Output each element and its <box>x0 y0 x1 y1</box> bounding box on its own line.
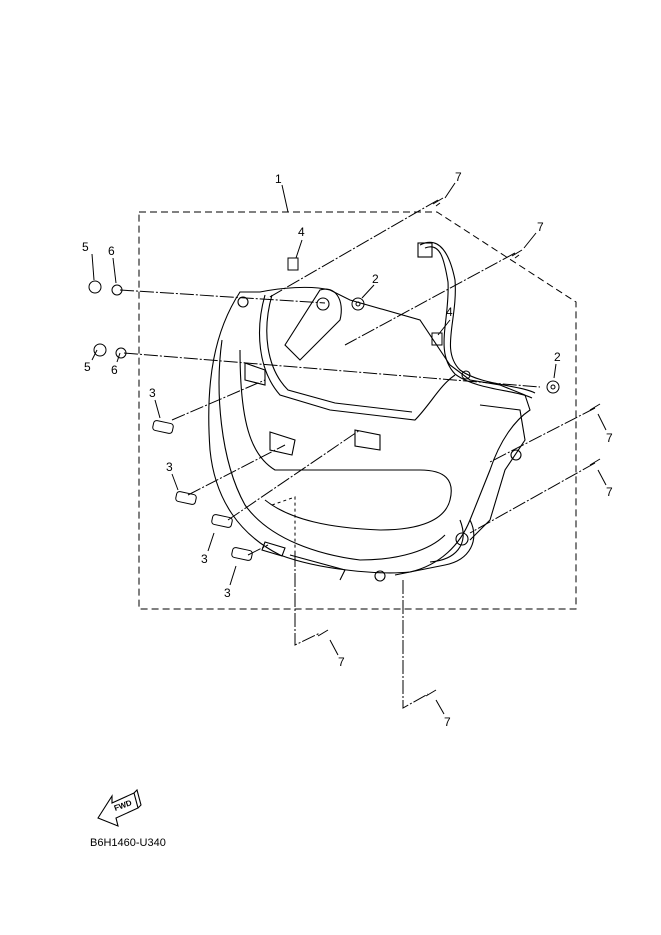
callout-3: 3 <box>149 386 156 400</box>
callout-3: 3 <box>166 460 173 474</box>
callout-3: 3 <box>201 552 208 566</box>
bolt-7a <box>432 197 444 207</box>
callout-7: 7 <box>606 485 613 499</box>
damper-3a <box>152 420 174 434</box>
bolt-7d <box>589 458 601 466</box>
callout-7: 7 <box>444 715 451 729</box>
clip-nut-4b <box>431 332 443 346</box>
small-parts <box>88 197 601 697</box>
grommet-2a <box>351 297 365 311</box>
headlight-housing <box>208 241 536 582</box>
bolt-7e <box>317 629 329 637</box>
callout-4: 4 <box>446 305 453 319</box>
damper-3d <box>231 547 253 561</box>
grommet-2b <box>546 380 560 394</box>
callout-6: 6 <box>111 363 118 377</box>
callout-2: 2 <box>554 350 561 364</box>
screw-5b <box>93 343 107 357</box>
callout-5: 5 <box>82 240 89 254</box>
screw-5a <box>88 280 102 294</box>
callout-1: 1 <box>275 172 282 186</box>
callout-2: 2 <box>372 272 379 286</box>
bolt-7b <box>511 249 523 259</box>
clip-nut-4a <box>287 257 299 271</box>
washer-6a <box>111 284 123 296</box>
damper-3b <box>175 491 197 505</box>
callout-7: 7 <box>537 220 544 234</box>
callout-6: 6 <box>108 244 115 258</box>
fwd-arrow-icon <box>97 788 142 827</box>
bolt-7c <box>589 403 601 411</box>
callout-7: 7 <box>338 655 345 669</box>
callout-7: 7 <box>606 431 613 445</box>
diagram-code: B6H1460-U340 <box>90 837 166 849</box>
callout-3: 3 <box>224 586 231 600</box>
callout-7: 7 <box>455 170 462 184</box>
assembly-boundary <box>138 211 577 610</box>
callout-4: 4 <box>298 225 305 239</box>
callout-5: 5 <box>84 360 91 374</box>
washer-6b <box>115 347 127 359</box>
bolt-7f <box>425 689 437 697</box>
leader-lines <box>91 182 607 715</box>
damper-3c <box>211 514 233 528</box>
